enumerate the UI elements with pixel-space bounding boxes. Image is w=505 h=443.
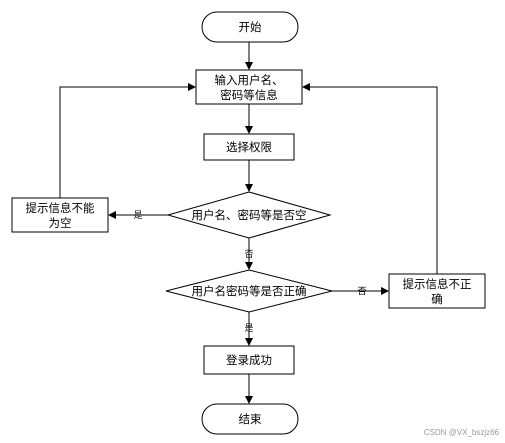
incorrect-message-node: 提示信息不正 确 (388, 273, 486, 309)
edge-empty-message-to-input (59, 83, 196, 198)
select-node: 选择权限 (203, 133, 295, 161)
start-label: 开始 (239, 20, 262, 34)
empty-message-line2: 为空 (49, 216, 72, 230)
empty-message-node: 提示信息不能 为空 (11, 197, 109, 233)
edge-empty-no-label: 否 (244, 249, 253, 260)
watermark: CSDN @VX_bszjz66 (423, 428, 499, 437)
correct-check-label: 用户名密码等是否正确 (192, 284, 307, 298)
correct-check-decision: 用户名密码等是否正确 (165, 269, 333, 313)
empty-check-decision: 用户名、密码等是否空 (166, 191, 332, 239)
input-label-line2: 密码等信息 (220, 88, 278, 102)
edge-correct-no-label: 否 (357, 286, 366, 297)
incorrect-message-line1: 提示信息不正 (403, 277, 472, 291)
end-node: 结束 (201, 403, 299, 435)
input-node: 输入用户名、 密码等信息 (195, 69, 303, 105)
empty-check-label: 用户名、密码等是否空 (192, 208, 307, 222)
edge-correct-yes-label: 是 (244, 323, 253, 334)
edge-incorrect-message-to-input (302, 83, 438, 274)
start-node: 开始 (201, 11, 299, 43)
select-label: 选择权限 (226, 140, 272, 154)
end-label: 结束 (239, 412, 262, 426)
empty-message-line1: 提示信息不能 (26, 201, 95, 215)
input-label-line1: 输入用户名、 (215, 73, 284, 87)
success-node: 登录成功 (203, 345, 295, 375)
incorrect-message-line2: 确 (431, 292, 443, 306)
success-label: 登录成功 (226, 353, 272, 367)
edge-empty-yes-label: 是 (133, 210, 142, 221)
